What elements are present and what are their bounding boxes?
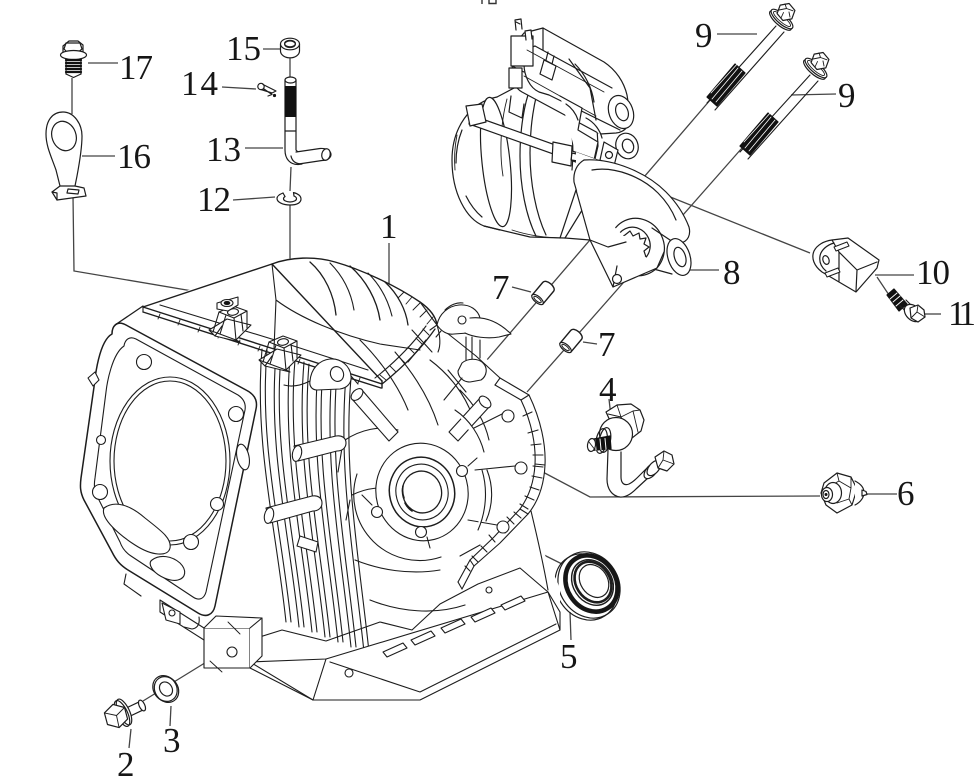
svg-text:7: 7 — [492, 268, 510, 307]
svg-text:17: 17 — [119, 48, 153, 87]
svg-text:15: 15 — [226, 29, 261, 68]
svg-text:9: 9 — [838, 76, 856, 115]
svg-text:9: 9 — [695, 16, 713, 55]
svg-text:4: 4 — [599, 370, 617, 409]
svg-text:13: 13 — [206, 130, 241, 169]
svg-text:7: 7 — [598, 325, 616, 364]
svg-text:3: 3 — [163, 721, 181, 760]
svg-text:11: 11 — [948, 294, 976, 333]
svg-text:5: 5 — [560, 637, 578, 676]
svg-text:10: 10 — [916, 253, 950, 292]
svg-text:12: 12 — [197, 180, 231, 219]
svg-text:1: 1 — [380, 207, 398, 246]
svg-text:6: 6 — [897, 474, 915, 513]
svg-text:8: 8 — [723, 253, 741, 292]
svg-text:2: 2 — [117, 745, 135, 777]
svg-text:16: 16 — [117, 137, 151, 176]
